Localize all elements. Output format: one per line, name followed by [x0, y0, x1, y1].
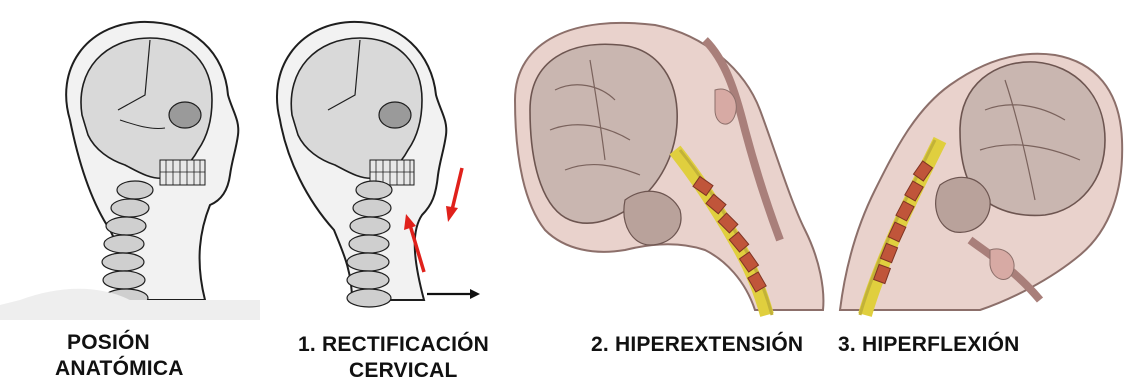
cerebellum [624, 191, 681, 245]
caption-rectification-line-2: CERVICAL [349, 359, 458, 383]
hyperextension-illustration [505, 0, 830, 320]
head-neck-sketch [0, 0, 262, 320]
caption-anatomical-line-1: POSIÓN [67, 331, 150, 355]
caption-hyperflexion: 3. HIPERFLEXIÓN [838, 333, 1020, 357]
black-arrow-icon [427, 289, 480, 299]
cerebellum [936, 177, 991, 232]
rectification-illustration [262, 0, 492, 320]
brain-spine-cross-section-flexed [820, 0, 1132, 320]
brain-spine-cross-section [505, 0, 830, 320]
head-neck-sketch-straight [262, 0, 492, 320]
hyperflexion-illustration [820, 0, 1132, 320]
caption-hyperextension: 2. HIPEREXTENSIÓN [591, 333, 803, 357]
caption-rectification-line-1: 1. RECTIFICACIÓN [298, 333, 489, 357]
caption-anatomical-line-2: ANATÓMICA [55, 357, 184, 381]
anatomical-position-illustration [0, 0, 262, 320]
